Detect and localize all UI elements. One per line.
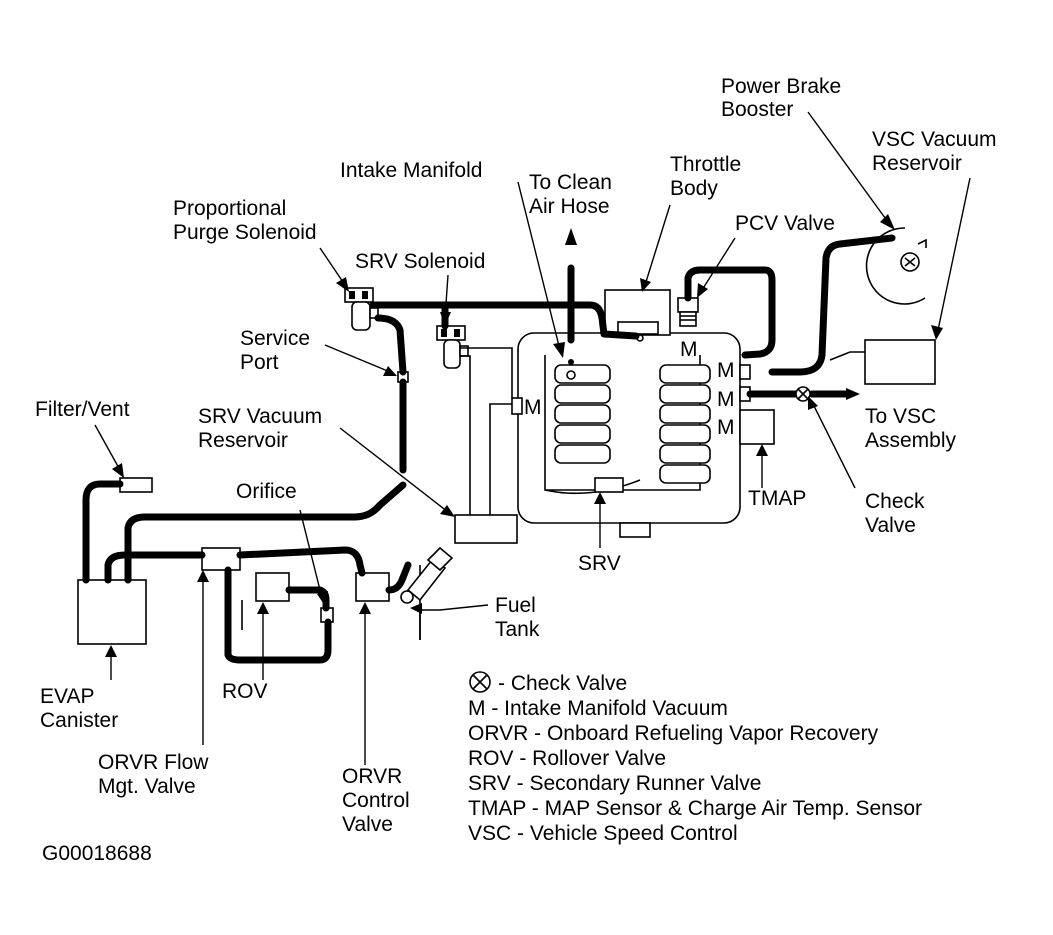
- label-m-top: M: [680, 338, 698, 361]
- label-throttle-body-2: Body: [670, 177, 718, 200]
- srv-vacuum-reservoir-box: [454, 514, 518, 544]
- proportional-purge-solenoid-part: [344, 287, 379, 331]
- label-m-right-1: M: [717, 359, 735, 382]
- label-to-clean-air-hose-2: Air Hose: [529, 195, 610, 218]
- fuel-filler-neck: [400, 546, 454, 604]
- label-orvr-control-valve-2: Control: [342, 789, 410, 812]
- legend-item-check-valve: - Check Valve: [498, 672, 627, 695]
- label-orvr-control-valve-3: Valve: [342, 813, 393, 836]
- label-m-right-3: M: [717, 416, 735, 439]
- evap-canister-box: [77, 579, 147, 645]
- label-throttle-body: Throttle: [670, 153, 741, 176]
- label-proportional-purge-solenoid-2: Purge Solenoid: [173, 221, 317, 244]
- label-orvr-flow-mgt-valve: ORVR Flow: [98, 751, 209, 774]
- label-service-port: Service: [240, 327, 310, 350]
- srv-solenoid-part: [436, 325, 469, 369]
- left-runner-bank: [544, 355, 701, 495]
- label-m-right-2: M: [717, 388, 735, 411]
- label-check-valve: Check: [865, 490, 925, 513]
- label-orvr-control-valve: ORVR: [342, 765, 402, 788]
- rov-box: [255, 572, 290, 602]
- label-power-brake-booster-2: Booster: [721, 98, 793, 121]
- power-brake-booster-part: [865, 227, 927, 305]
- leader-lines: [94, 111, 971, 765]
- clean-air-port: [566, 370, 576, 380]
- label-fuel-tank-2: Tank: [495, 618, 540, 641]
- m-port-upper: [739, 364, 751, 380]
- label-m-left: M: [524, 396, 542, 419]
- right-runner-bank: [659, 364, 711, 484]
- label-srv-vacuum-reservoir-2: Reservoir: [198, 429, 288, 452]
- label-rov: ROV: [222, 680, 268, 703]
- label-power-brake-booster: Power Brake: [721, 75, 841, 98]
- label-srv: SRV: [578, 552, 621, 575]
- label-srv-vacuum-reservoir: SRV Vacuum: [198, 405, 322, 428]
- thin-lines: [241, 347, 865, 640]
- legend-item-srv: SRV - Secondary Runner Valve: [468, 772, 761, 795]
- tmap-sensor-box: [739, 409, 775, 445]
- label-proportional-purge-solenoid: Proportional: [173, 197, 286, 220]
- legend: - Check Valve M - Intake Manifold Vacuum…: [468, 671, 922, 845]
- label-service-port-2: Port: [240, 351, 279, 374]
- label-srv-solenoid: SRV Solenoid: [355, 250, 485, 273]
- label-check-valve-2: Valve: [865, 514, 916, 537]
- label-to-vsc-assembly-2: Assembly: [865, 429, 957, 452]
- legend-item-rov: ROV - Rollover Valve: [468, 747, 666, 770]
- legend-item-orvr: ORVR - Onboard Refueling Vapor Recovery: [468, 722, 879, 745]
- filter-vent-box: [119, 477, 153, 493]
- legend-check-valve-icon: [469, 671, 491, 693]
- label-evap-canister-2: Canister: [40, 709, 118, 732]
- intake-manifold-assembly: [511, 289, 775, 538]
- check-valve-symbol: [795, 386, 811, 402]
- figure-id: G00018688: [42, 842, 152, 865]
- label-vsc-vacuum-reservoir-2: Reservoir: [872, 152, 962, 175]
- legend-item-m: M - Intake Manifold Vacuum: [468, 697, 728, 720]
- label-filter-vent: Filter/Vent: [35, 398, 130, 421]
- label-fuel-tank: Fuel: [495, 594, 536, 617]
- label-orvr-flow-mgt-valve-2: Mgt. Valve: [98, 775, 196, 798]
- label-evap-canister: EVAP: [40, 685, 94, 708]
- legend-item-vsc: VSC - Vehicle Speed Control: [468, 822, 738, 845]
- vsc-vacuum-reservoir-box: [864, 339, 936, 385]
- label-intake-manifold: Intake Manifold: [340, 159, 482, 182]
- m-port-left: [511, 397, 523, 415]
- pcv-valve-part: [677, 297, 699, 327]
- label-to-vsc-assembly: To VSC: [865, 405, 936, 428]
- legend-item-tmap: TMAP - MAP Sensor & Charge Air Temp. Sen…: [468, 797, 922, 820]
- orvr-flow-mgt-valve-box: [201, 547, 241, 571]
- label-vsc-vacuum-reservoir: VSC Vacuum: [872, 128, 997, 151]
- engine-bottom-tab: [619, 522, 651, 538]
- label-to-clean-air-hose: To Clean: [529, 171, 612, 194]
- orvr-control-valve-box: [355, 572, 390, 602]
- label-pcv-valve: PCV Valve: [735, 212, 835, 235]
- label-tmap: TMAP: [748, 487, 806, 510]
- label-orifice: Orifice: [236, 480, 297, 503]
